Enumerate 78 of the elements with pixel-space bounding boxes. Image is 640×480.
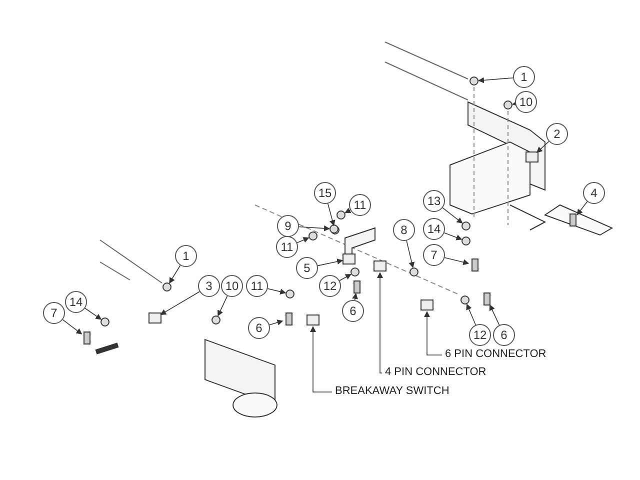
leader-line (160, 291, 200, 315)
callout-number: 5 (296, 257, 318, 279)
leader-line (218, 296, 228, 316)
callout-number: 15 (314, 182, 336, 204)
leader-line (267, 288, 286, 295)
leader-line (444, 257, 470, 266)
leader-line (62, 319, 82, 334)
hardware-part (410, 268, 418, 276)
leader-line (424, 311, 442, 356)
leader-line (576, 201, 588, 216)
leader-line (339, 274, 352, 282)
hardware-part (350, 268, 360, 276)
leader-line (317, 258, 344, 266)
bracket-part (342, 254, 356, 264)
callout-number: 10 (221, 275, 243, 297)
callout-number: 13 (423, 190, 445, 212)
bolt-part (570, 214, 576, 226)
leader-line (377, 272, 383, 374)
leader-line (466, 304, 476, 326)
leader-line (478, 77, 514, 84)
leader-line (84, 308, 102, 320)
leader-line (169, 264, 181, 284)
bracket-part (306, 314, 320, 326)
part-label: 4 PIN CONNECTOR (385, 366, 486, 379)
leader-line (352, 292, 358, 301)
hardware-part (162, 282, 172, 292)
callout-number: 11 (276, 236, 298, 258)
hardware-part (504, 100, 512, 110)
leader-line (296, 237, 310, 244)
callout-number: 12 (469, 324, 491, 346)
callout-number: 1 (175, 245, 197, 267)
leader-line (442, 207, 463, 224)
leader-line (406, 240, 415, 268)
callout-number: 6 (342, 300, 364, 322)
hardware-part (470, 76, 478, 86)
hardware-part (336, 210, 346, 220)
leader-line (298, 225, 330, 232)
part-label: 6 PIN CONNECTOR (445, 348, 546, 361)
callout-number: 14 (65, 291, 87, 313)
part-label: BREAKAWAY SWITCH (335, 385, 450, 398)
hardware-part (212, 316, 220, 324)
leader-line (444, 232, 462, 240)
bracket-part (374, 260, 386, 272)
leader-line (489, 304, 500, 326)
callout-number: 9 (277, 215, 299, 237)
leader-line (327, 203, 336, 226)
leader-line (269, 320, 284, 326)
bolt-part (484, 292, 490, 306)
callout-number: 6 (248, 317, 270, 339)
callout-number: 10 (515, 91, 537, 113)
bolt-part (354, 280, 360, 294)
bolt-part (472, 258, 478, 272)
bolt-part (84, 332, 90, 344)
hardware-part (100, 318, 110, 326)
leader-line (310, 326, 332, 392)
callout-number: 11 (246, 275, 268, 297)
leader-line (344, 208, 352, 214)
leader-line (536, 141, 550, 153)
callout-number: 6 (493, 324, 515, 346)
hardware-part (308, 232, 318, 240)
callout-number: 4 (583, 182, 605, 204)
bolt-part (286, 312, 292, 326)
callout-number: 1 (513, 66, 535, 88)
bracket-part (148, 312, 162, 324)
callout-number: 3 (198, 275, 220, 297)
callout-number: 8 (393, 219, 415, 241)
bracket-part (420, 300, 434, 310)
callout-number: 7 (423, 244, 445, 266)
callout-number: 12 (319, 275, 341, 297)
hardware-part (460, 296, 470, 304)
callout-number: 14 (423, 218, 445, 240)
bracket-part (526, 152, 538, 162)
hardware-part (462, 236, 470, 246)
hardware-part (286, 290, 294, 298)
callout-number: 11 (349, 194, 371, 216)
hardware-part (462, 222, 470, 230)
callout-number: 7 (43, 302, 65, 324)
callout-number: 2 (546, 123, 568, 145)
